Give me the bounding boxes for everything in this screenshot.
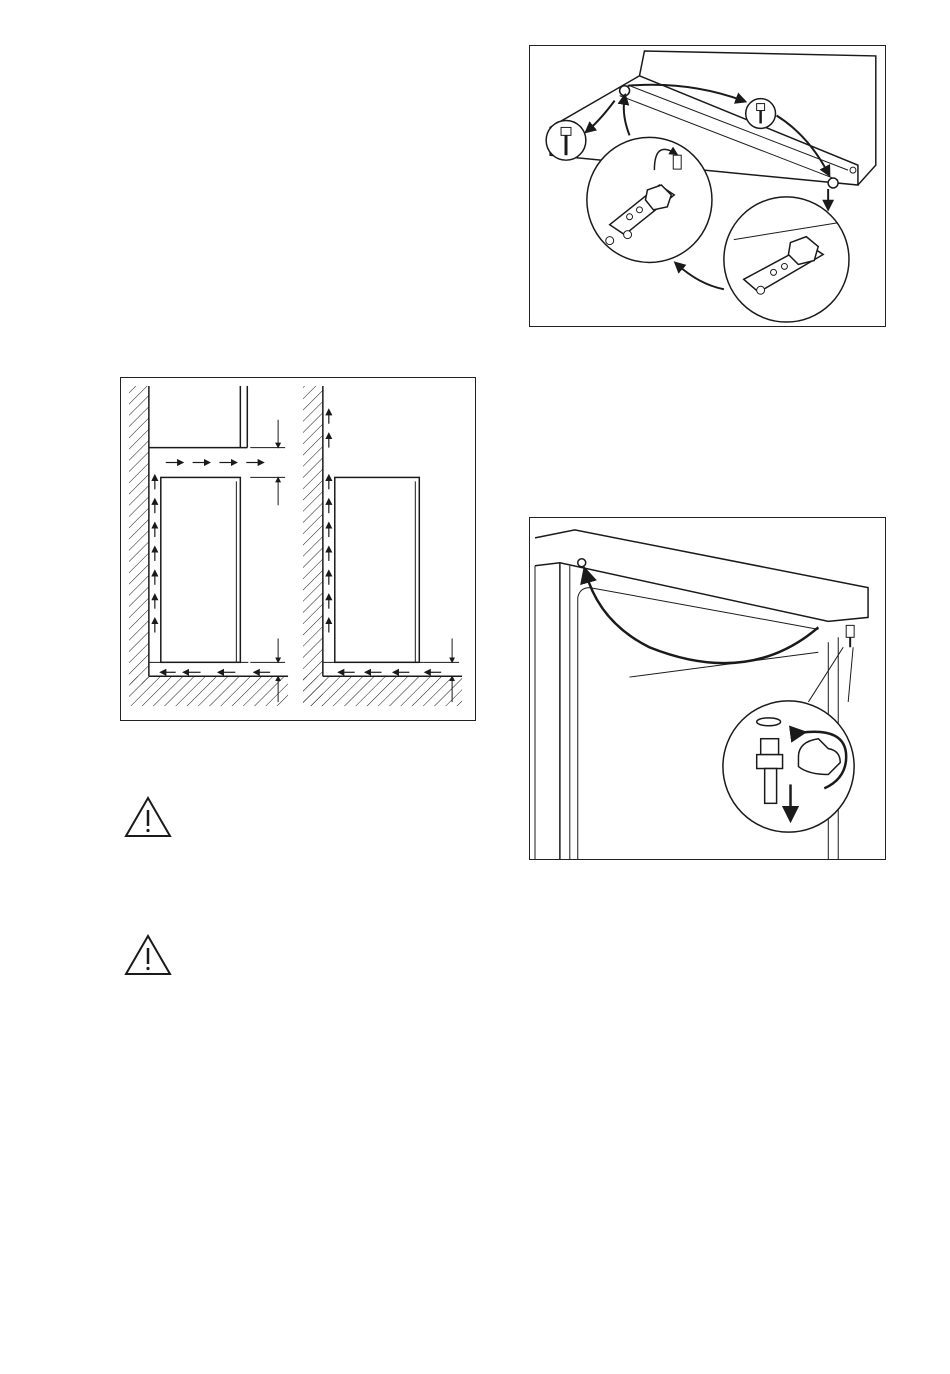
warning-triangle-icon xyxy=(123,795,173,839)
door-diagram xyxy=(529,517,886,860)
ventilation-airflow-icon xyxy=(121,378,475,720)
ventilation-diagram xyxy=(120,377,476,721)
warning-triangle-icon xyxy=(123,933,173,977)
hinge-reversal-icon xyxy=(530,46,885,326)
door-pin-wrench-icon xyxy=(530,518,885,859)
hinge-diagram xyxy=(529,45,886,327)
